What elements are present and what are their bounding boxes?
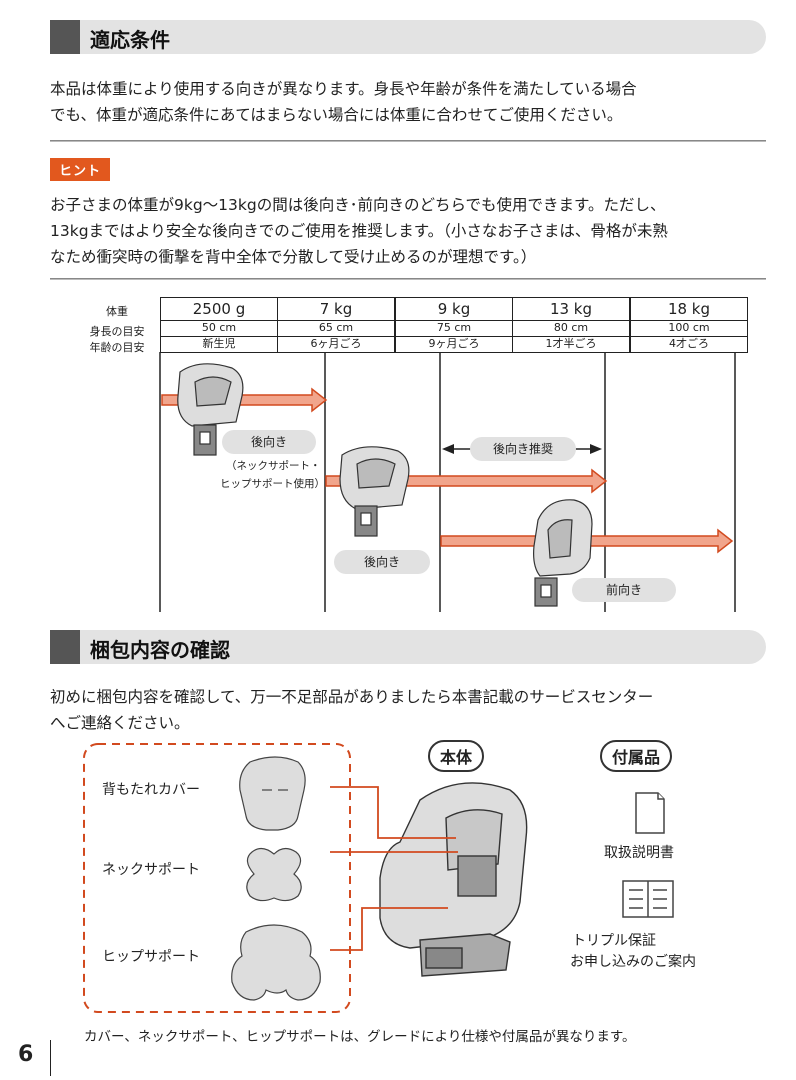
- label-rear-facing-2: 後向き: [334, 550, 430, 574]
- stage-box-18kg: 18 kg 100 cm 4才ごろ: [630, 297, 748, 353]
- seat-illustration-forward: [533, 499, 593, 607]
- label-rear-facing-1: 後向き: [222, 430, 316, 454]
- section-title: 梱包内容の確認: [90, 638, 230, 662]
- label-forward-facing: 前向き: [572, 578, 676, 602]
- seat-illustration-rear-2: [339, 446, 410, 537]
- divider: [50, 278, 766, 280]
- manual-icon: [635, 792, 665, 834]
- section-title: 適応条件: [90, 28, 170, 52]
- conditions-text: 本品は体重により使用する向きが異なります。身長や年齢が条件を満たしている場合 で…: [50, 80, 637, 124]
- label-rear-recommended: 後向き推奨: [470, 437, 576, 461]
- item-label-hip-support: ヒップサポート: [102, 949, 200, 965]
- main-body-label: 本体: [428, 740, 485, 772]
- leader-lines: [330, 786, 458, 951]
- row-label-weight: 体重: [106, 305, 128, 318]
- accessory-warranty-label-1: トリプル保証: [572, 933, 656, 949]
- neck-support-illustration: [246, 847, 302, 902]
- stage-box-7kg: 7 kg 65 cm 6ヶ月ごろ: [277, 297, 395, 353]
- label-rear-note-2: ヒップサポート使用）: [220, 478, 325, 490]
- page-number-divider: [50, 1040, 51, 1076]
- hip-support-illustration: [231, 924, 321, 1001]
- section-header-package: 梱包内容の確認: [50, 630, 766, 664]
- hint-badge: ヒント: [50, 158, 111, 181]
- accessory-warranty-label-2: お申し込みのご案内: [570, 954, 696, 970]
- section-marker: [50, 630, 80, 664]
- section-header-conditions: 適応条件: [50, 20, 766, 54]
- backrest-cover-illustration: [239, 756, 306, 831]
- item-label-neck-support: ネックサポート: [102, 862, 200, 878]
- package-text: 初めに梱包内容を確認して、万一不足部品がありましたら本書記載のサービスセンター …: [50, 688, 654, 732]
- item-label-backrest-cover: 背もたれカバー: [102, 782, 200, 798]
- stage-box-13kg: 13 kg 80 cm 1才半ごろ: [512, 297, 630, 353]
- package-footnote: カバー、ネックサポート、ヒップサポートは、グレードにより仕様や付属品が異なります…: [84, 1029, 636, 1045]
- row-label-height: 身長の目安: [89, 325, 145, 338]
- hint-text: お子さまの体重が9kg〜13kgの間は後向き･前向きのどちらでも使用できます。た…: [50, 196, 668, 266]
- label-rear-note-1: （ネックサポート・: [226, 460, 321, 472]
- included-parts-frame: [83, 743, 351, 1013]
- section-marker: [50, 20, 80, 54]
- accessory-manual-label: 取扱説明書: [604, 845, 674, 861]
- accessories-label: 付属品: [600, 740, 673, 772]
- seat-illustration-rear-1: [177, 363, 244, 456]
- row-label-age: 年齢の目安: [89, 341, 145, 354]
- page-number: 6: [18, 1042, 34, 1067]
- divider: [50, 140, 766, 142]
- main-seat-illustration: [379, 782, 528, 977]
- warranty-leaflet-icon: [622, 880, 674, 918]
